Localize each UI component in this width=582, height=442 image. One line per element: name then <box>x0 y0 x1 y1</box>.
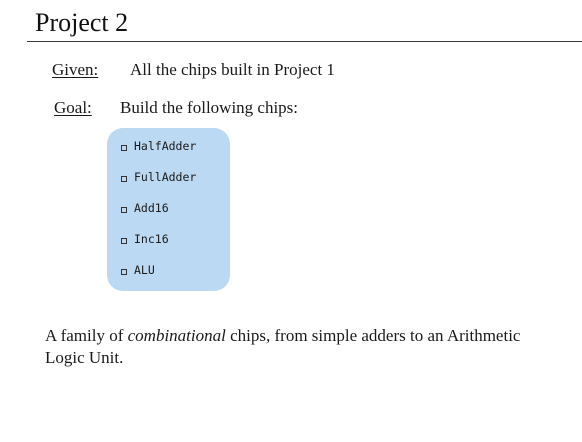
given-label: Given: <box>52 60 99 79</box>
summary-suffix: chips, from simple adders to an Arithmet… <box>45 326 521 367</box>
square-bullet-icon <box>121 176 127 182</box>
given-text: All the chips built in Project 1 <box>130 60 335 79</box>
square-bullet-icon <box>121 207 127 213</box>
summary-paragraph: A family of combinational chips, from si… <box>45 325 545 369</box>
chip-item-halfadder: HalfAdder <box>121 139 196 170</box>
square-bullet-icon <box>121 145 127 151</box>
chip-list: HalfAdder FullAdder Add16 Inc16 ALU <box>121 139 196 294</box>
goal-text: Build the following chips: <box>120 98 299 117</box>
square-bullet-icon <box>121 238 127 244</box>
chip-list-box: HalfAdder FullAdder Add16 Inc16 ALU <box>107 128 230 291</box>
title-divider <box>27 41 582 42</box>
chip-name: FullAdder <box>134 170 197 184</box>
goal-label: Goal: <box>54 98 92 117</box>
slide-title: Project 2 <box>35 8 129 37</box>
chip-name: Add16 <box>134 201 169 215</box>
chip-item-inc16: Inc16 <box>121 232 196 263</box>
chip-item-add16: Add16 <box>121 201 196 232</box>
chip-name: ALU <box>134 263 155 277</box>
goal-row: Goal: Build the following chips: <box>54 98 298 118</box>
chip-item-alu: ALU <box>121 263 196 294</box>
summary-prefix: A family of <box>45 326 128 345</box>
summary-emphasis: combinational <box>127 326 226 345</box>
square-bullet-icon <box>121 269 127 275</box>
chip-name: HalfAdder <box>134 139 197 153</box>
chip-name: Inc16 <box>134 232 169 246</box>
chip-item-fulladder: FullAdder <box>121 170 196 201</box>
given-row: Given: All the chips built in Project 1 <box>52 60 335 80</box>
